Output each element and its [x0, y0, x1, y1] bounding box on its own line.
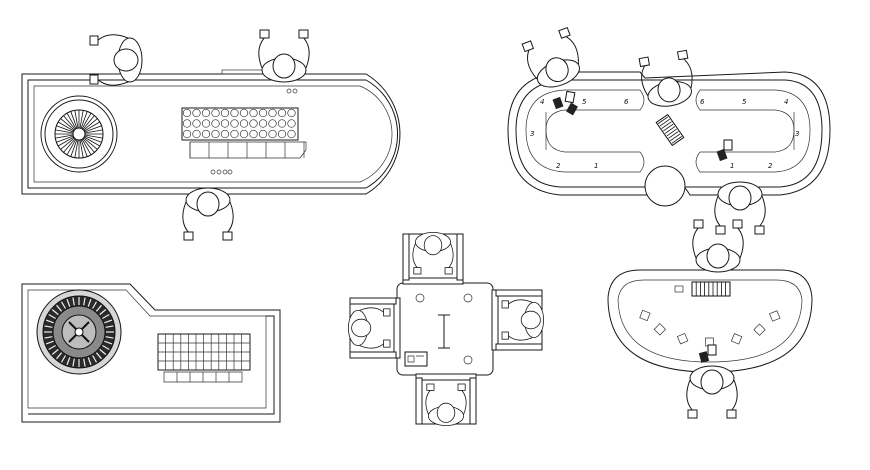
betting-grid	[181, 107, 305, 158]
card-table-square	[348, 232, 543, 425]
roulette-wheel	[40, 95, 118, 173]
seated-person	[686, 365, 738, 419]
spot-number: 5	[582, 98, 587, 106]
spot-number: 3	[530, 130, 534, 138]
baccarat-table: 2 1 1 2 3 3 4 4 5 5 6 6	[507, 26, 831, 235]
spot-number: 2	[768, 162, 773, 170]
spot-number: 1	[730, 162, 734, 170]
spot-number: 6	[624, 98, 629, 106]
betting-grid	[157, 333, 251, 383]
spot-number: 4	[784, 98, 788, 106]
seated-person	[258, 29, 310, 83]
spot-number: 1	[594, 162, 598, 170]
spot-number: 3	[795, 130, 799, 138]
chip-tray	[674, 281, 731, 297]
spot-number: 4	[540, 98, 544, 106]
playing-cards	[552, 90, 733, 162]
roulette-long-table	[21, 29, 401, 241]
seated-person	[89, 34, 143, 86]
betting-spots	[639, 309, 781, 347]
armchair-with-person	[348, 298, 400, 358]
armchair-with-person	[403, 232, 463, 284]
roulette-table	[21, 283, 281, 423]
seated-person	[182, 187, 234, 241]
spot-numbers: 2 1 1 2 3 3 4 4 5 5 6 6	[530, 98, 799, 170]
seated-person	[520, 26, 587, 94]
spot-number: 5	[742, 98, 747, 106]
armchair-with-person	[492, 290, 544, 350]
card-shoe	[655, 113, 685, 147]
spot-number: 6	[700, 98, 705, 106]
blackjack-table	[607, 219, 813, 419]
roulette-wheel	[36, 289, 122, 375]
chip-stack	[210, 88, 298, 175]
spot-number: 2	[556, 162, 561, 170]
armchair-with-person	[416, 374, 476, 426]
table-items	[404, 293, 473, 367]
